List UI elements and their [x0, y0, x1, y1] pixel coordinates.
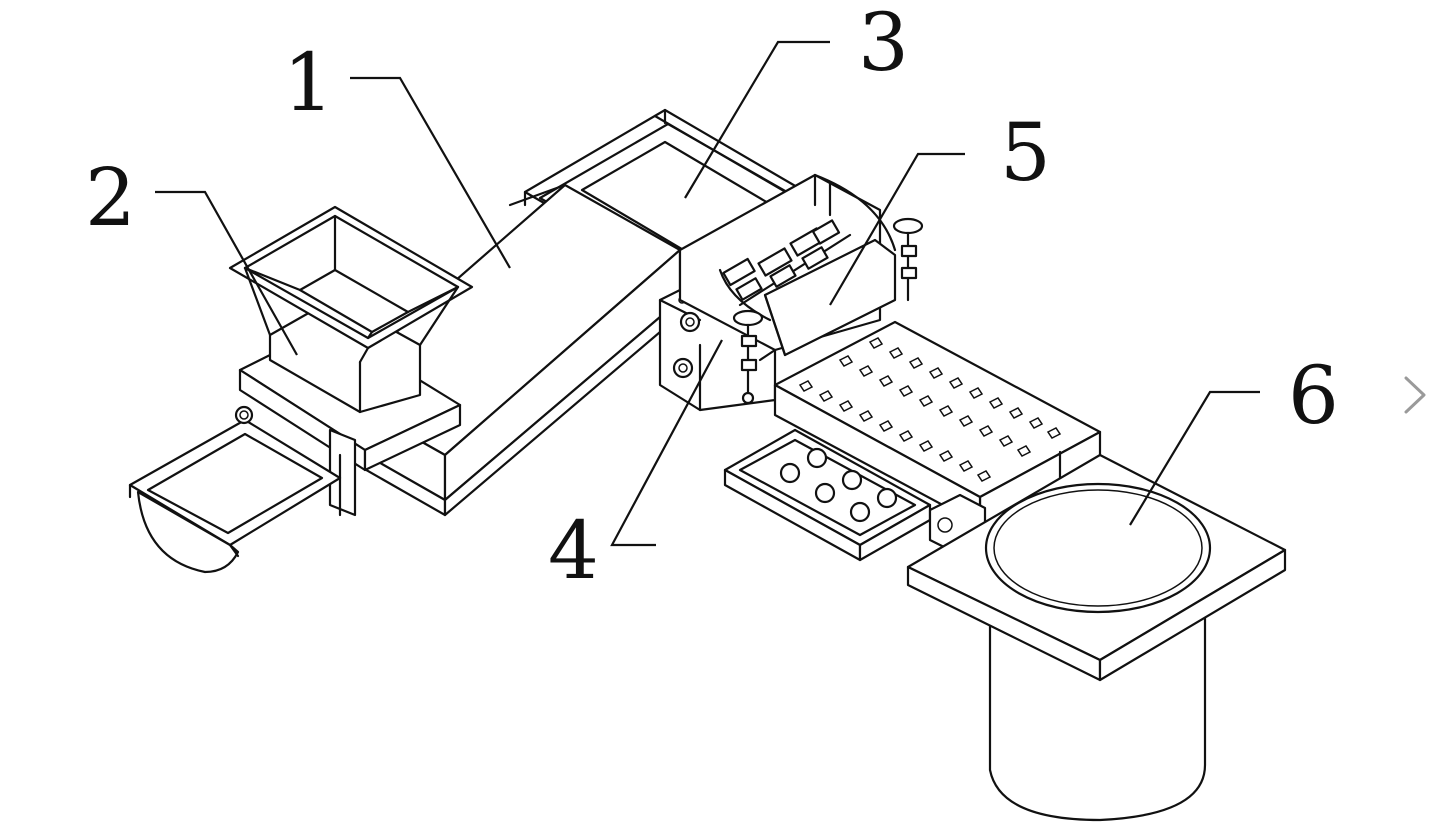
discharge-chute — [128, 405, 342, 574]
collecting-barrel — [906, 453, 1287, 822]
label-5: 5 — [1000, 106, 1051, 199]
chevron-right-icon — [1404, 376, 1426, 414]
label-6: 6 — [1288, 349, 1339, 442]
adjust-handwheels — [732, 217, 924, 405]
leader-lines — [155, 40, 1260, 547]
next-image-button[interactable] — [1396, 372, 1436, 418]
roller-assembly — [678, 173, 897, 357]
conveyor-pieces — [798, 337, 1062, 482]
label-2: 2 — [85, 151, 136, 244]
reference-numerals: 1 2 3 4 5 6 — [85, 0, 1339, 597]
label-4: 4 — [548, 504, 599, 597]
label-1: 1 — [283, 36, 334, 129]
hopper — [228, 205, 474, 414]
label-3: 3 — [858, 0, 909, 89]
